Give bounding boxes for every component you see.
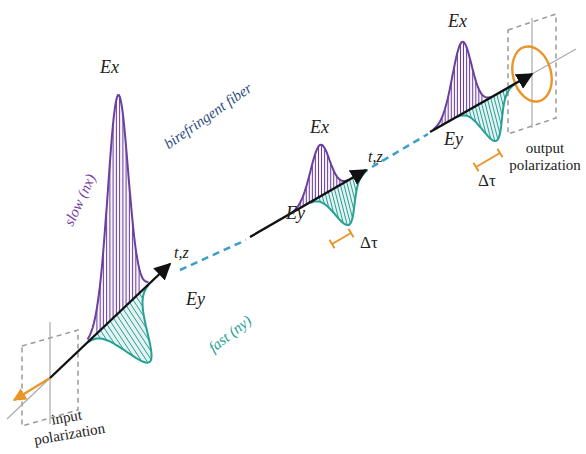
delay-tick [329,240,334,249]
figure-label: slow (nx) [61,171,99,228]
ex-pulse-stripe [472,70,473,108]
ex-pulse-stripe [466,47,467,111]
ex-pulse-envelope [291,145,348,213]
ex-pulse-stripe [122,114,123,308]
figure-label: t,z [368,148,383,166]
delay-tick [497,149,502,158]
delay-tick [348,229,353,238]
ey-pulse-stripe [107,324,124,350]
ex-pulse-stripe [113,123,114,317]
figure-label: Δτ [478,172,496,191]
figure-label: output polarization [506,140,584,173]
ex-pulse-stripe [330,163,331,191]
ex-pulse-fill [88,95,149,342]
ex-pulse-stripe [119,96,120,311]
time-axis [250,170,366,237]
figure-label: Ex [448,12,467,32]
ey-pulse-stripe [347,182,354,210]
ex-pulse-stripe [321,145,322,196]
ex-pulse-fill [433,42,490,131]
ex-pulse-stripe [116,99,117,314]
frame-axis [49,322,50,424]
figure-label: birefringent fiber [161,80,255,153]
ex-pulse-stripe [312,164,313,202]
ex-pulse-stripe [327,155,328,193]
delay-bracket [332,233,351,244]
ex-pulse-stripe [460,44,461,115]
ex-pulse-stripe [463,42,464,113]
figure-label: t,z [174,244,189,262]
ex-pulse-envelope [433,42,490,130]
ex-pulse-stripe [469,57,470,109]
figure-label: fast (ny) [205,312,254,356]
time-axis [430,74,532,132]
ex-pulse-stripe [457,52,458,116]
figure-label: Ey [444,130,463,150]
polarization-arrow [14,378,50,400]
figure-label: Ey [286,204,305,224]
delay-brackets [329,149,502,249]
figure-label: Ex [100,58,119,78]
ex-pulse-stripe [315,153,316,199]
ex-pulse-stripe [129,186,130,302]
ex-pulse-stripe [126,147,127,305]
ex-pulse-stripe [454,66,455,118]
frame-axis [531,18,532,128]
figure-label: Ex [310,118,329,138]
fiber-line [180,240,246,270]
delay-bracket [476,153,500,167]
delay-tick [473,163,478,172]
figure-label: input polarization [14,400,122,451]
ex-pulse-stripe [109,162,110,320]
ex-pulse-stripe [318,147,319,198]
pulse-group [88,42,515,363]
figure-label: Δτ [360,234,378,253]
figure-label: Ey [186,290,205,310]
ex-pulse-stripe [324,148,325,194]
frame-axis [7,378,50,419]
ex-pulse-envelope [88,95,149,339]
time-axis [50,264,170,378]
ey-pulse-stripe [494,96,502,126]
frame-axis [532,49,576,74]
